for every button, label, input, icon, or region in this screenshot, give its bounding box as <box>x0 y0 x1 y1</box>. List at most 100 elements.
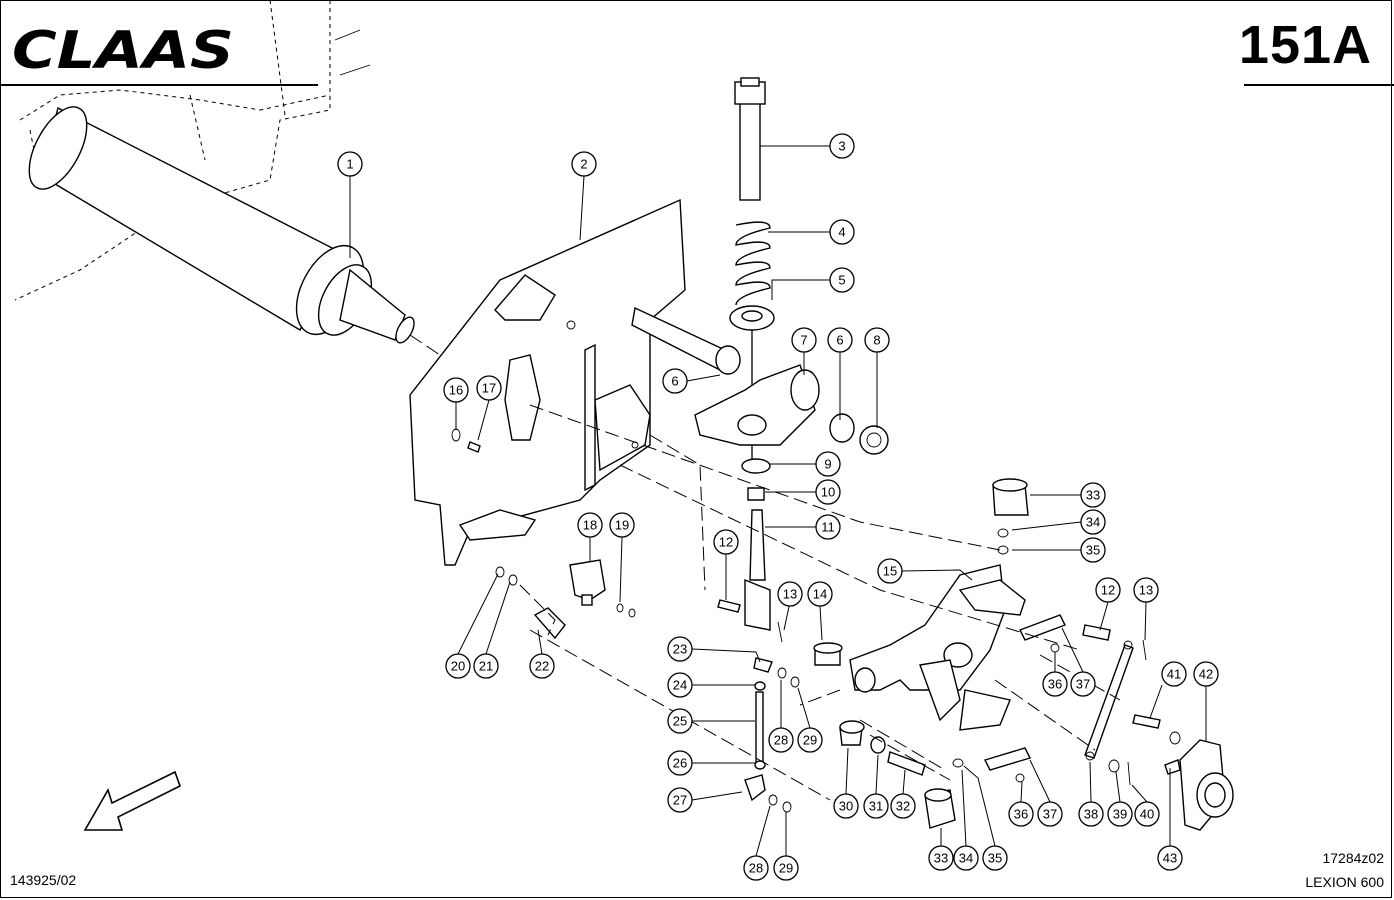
svg-text:24: 24 <box>673 678 687 693</box>
callout-17: 17 <box>476 375 502 401</box>
svg-text:5: 5 <box>838 273 845 288</box>
svg-text:36: 36 <box>1048 677 1062 692</box>
svg-text:10: 10 <box>821 485 835 500</box>
svg-text:26: 26 <box>673 756 687 771</box>
svg-text:31: 31 <box>869 799 883 814</box>
svg-text:32: 32 <box>896 799 910 814</box>
svg-text:18: 18 <box>583 518 597 533</box>
model-name: LEXION 600 <box>1305 874 1384 890</box>
svg-text:3: 3 <box>838 139 845 154</box>
svg-text:34: 34 <box>1086 515 1100 530</box>
svg-text:37: 37 <box>1076 677 1090 692</box>
callout-16: 16 <box>443 377 469 403</box>
svg-text:28: 28 <box>749 861 763 876</box>
callout-37b: 37 <box>1037 801 1063 827</box>
svg-text:4: 4 <box>838 225 845 240</box>
drawing-id: 17284z02 <box>1322 850 1384 866</box>
part-rod-assembly <box>744 657 800 813</box>
svg-text:37: 37 <box>1043 807 1057 822</box>
callout-1: 1 <box>337 151 363 177</box>
callout-9: 9 <box>815 451 841 477</box>
callout-39: 39 <box>1107 801 1133 827</box>
callout-33a: 33 <box>1080 482 1106 508</box>
svg-text:22: 22 <box>535 659 549 674</box>
callout-24: 24 <box>667 672 693 698</box>
callout-12b: 12 <box>1095 577 1121 603</box>
callout-18: 18 <box>577 512 603 538</box>
callout-35a: 35 <box>1080 537 1106 563</box>
svg-text:27: 27 <box>673 793 687 808</box>
svg-text:17: 17 <box>482 381 496 396</box>
part-tube-shaft <box>28 106 441 356</box>
svg-text:40: 40 <box>1140 807 1154 822</box>
svg-text:11: 11 <box>821 520 835 535</box>
callout-15: 15 <box>877 558 903 584</box>
callout-22: 22 <box>529 653 555 679</box>
callout-25: 25 <box>667 708 693 734</box>
callout-12a: 12 <box>713 529 739 555</box>
direction-arrow <box>83 770 181 831</box>
svg-text:34: 34 <box>959 851 973 866</box>
callout-26: 26 <box>667 750 693 776</box>
callout-30: 30 <box>833 793 859 819</box>
callout-40: 40 <box>1134 801 1160 827</box>
callout-8: 8 <box>864 327 890 353</box>
callout-36a: 36 <box>1042 671 1068 697</box>
svg-text:38: 38 <box>1084 807 1098 822</box>
callout-5: 5 <box>829 267 855 293</box>
callout-11: 11 <box>815 514 841 540</box>
callout-29b: 29 <box>773 855 799 881</box>
callout-41: 41 <box>1161 661 1187 687</box>
callout-37a: 37 <box>1070 671 1096 697</box>
header-rule-right <box>1244 84 1394 86</box>
callout-14: 14 <box>807 581 833 607</box>
part-small-fasteners <box>451 428 1181 786</box>
callout-42: 42 <box>1193 661 1219 687</box>
callout-31: 31 <box>863 793 889 819</box>
part-clip-22 <box>533 607 566 640</box>
svg-text:20: 20 <box>451 659 465 674</box>
callout-2: 2 <box>571 151 597 177</box>
callout-33b: 33 <box>928 845 954 871</box>
svg-text:CLAAS: CLAAS <box>12 21 234 78</box>
svg-text:28: 28 <box>774 733 788 748</box>
svg-text:15: 15 <box>883 564 897 579</box>
leader-lines <box>349 145 1207 857</box>
svg-text:1: 1 <box>346 157 353 172</box>
svg-text:16: 16 <box>449 383 463 398</box>
callout-38: 38 <box>1078 801 1104 827</box>
callout-7: 7 <box>791 327 817 353</box>
part-pins <box>717 599 1111 641</box>
svg-text:30: 30 <box>839 799 853 814</box>
svg-text:33: 33 <box>934 851 948 866</box>
part-bushes <box>829 413 889 455</box>
svg-text:6: 6 <box>671 374 678 389</box>
svg-text:21: 21 <box>479 659 493 674</box>
part-block-18 <box>569 559 606 606</box>
svg-text:6: 6 <box>836 333 843 348</box>
callout-6a: 6 <box>662 368 688 394</box>
document-number: 143925/02 <box>10 872 77 888</box>
svg-text:39: 39 <box>1113 807 1127 822</box>
part-bearing-42 <box>1179 739 1234 831</box>
callout-10: 10 <box>815 479 841 505</box>
callout-20: 20 <box>445 653 471 679</box>
callout-34a: 34 <box>1080 509 1106 535</box>
svg-text:42: 42 <box>1199 667 1213 682</box>
callout-34b: 34 <box>953 845 979 871</box>
part-bracket <box>694 364 820 446</box>
callout-28b: 28 <box>743 855 769 881</box>
callout-13a: 13 <box>777 581 803 607</box>
svg-text:12: 12 <box>1101 583 1115 598</box>
callout-13b: 13 <box>1133 577 1159 603</box>
callout-32: 32 <box>890 793 916 819</box>
svg-text:8: 8 <box>873 333 880 348</box>
part-spring <box>735 221 771 306</box>
part-threaded-rod <box>744 509 771 631</box>
callout-35b: 35 <box>982 845 1008 871</box>
callout-23: 23 <box>667 636 693 662</box>
svg-text:2: 2 <box>580 157 587 172</box>
svg-text:23: 23 <box>673 642 687 657</box>
